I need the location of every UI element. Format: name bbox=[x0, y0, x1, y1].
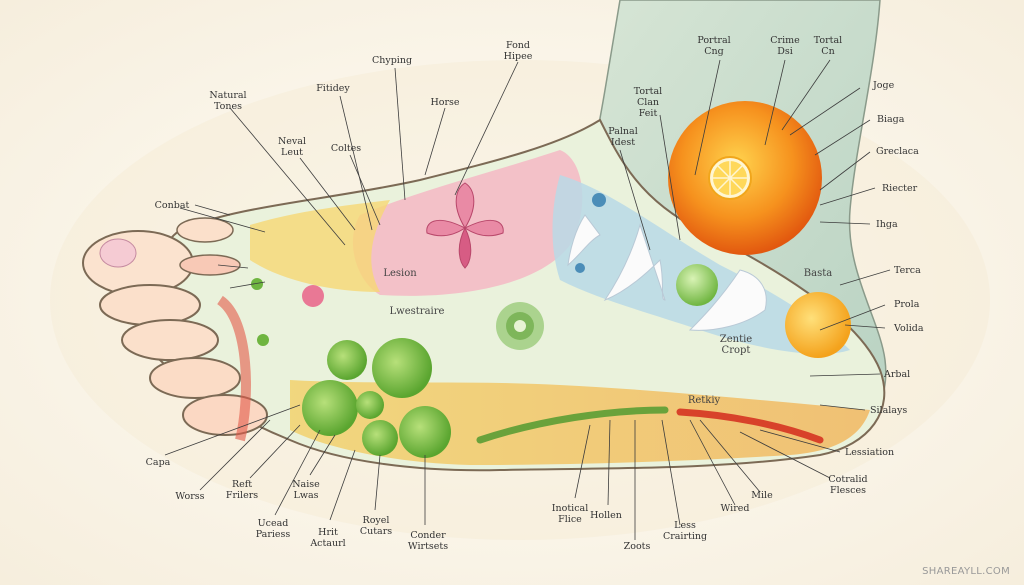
green-reflex-line bbox=[476, 406, 669, 444]
green-mandala bbox=[496, 302, 544, 350]
label-portral-cng: Portral Cng bbox=[697, 35, 731, 57]
label-horse: Horse bbox=[430, 97, 460, 108]
label-coltes: Coltes bbox=[330, 143, 362, 154]
small-orange-sphere bbox=[785, 292, 851, 358]
label-lessiation: Lessiation bbox=[845, 447, 895, 458]
label-wired: Wired bbox=[720, 503, 750, 514]
annotation-lines bbox=[164, 59, 891, 540]
label-fitidey: Fitidey bbox=[316, 83, 350, 94]
label-cotralid-flesces: Cotralid Flesces bbox=[828, 474, 868, 496]
green-reflex-circles bbox=[302, 338, 451, 458]
label-naise-lwas: Naise Lwas bbox=[292, 479, 320, 501]
zone-label-lwestraire: Lwestraire bbox=[389, 306, 445, 317]
label-ucead-pariess: Ucead Pariess bbox=[255, 518, 291, 540]
red-reflex-line bbox=[676, 408, 824, 444]
label-biaga: Biaga bbox=[877, 114, 905, 125]
label-royel-cutars: Royel Cutars bbox=[359, 515, 393, 537]
label-conbat: Conbat bbox=[154, 200, 190, 211]
orange-slice bbox=[708, 156, 752, 200]
label-greclaca: Greclaca bbox=[876, 146, 919, 157]
dorsal-yellow-zone bbox=[250, 200, 390, 292]
label-conder-wirtsets: Conder Wirtsets bbox=[407, 530, 449, 552]
label-less-crairting: Less Crairting bbox=[662, 520, 708, 542]
label-crime-dsi: Crime Dsi bbox=[770, 35, 800, 57]
zone-label-zentie-cropt: Zentie Cropt bbox=[719, 334, 753, 356]
label-natural-tones: Natural Tones bbox=[209, 90, 247, 112]
green-dot bbox=[257, 334, 269, 346]
label-joge: Joge bbox=[873, 80, 895, 91]
toes bbox=[82, 217, 268, 442]
label-worss: Worss bbox=[175, 491, 205, 502]
white-figures bbox=[567, 214, 767, 331]
blue-dot bbox=[592, 193, 606, 207]
label-arbal: Arbal bbox=[884, 369, 911, 380]
green-dot bbox=[251, 278, 263, 290]
zone-label-retkiy: Retkiy bbox=[687, 395, 721, 406]
zone-label-lesion: Lesion bbox=[383, 268, 417, 279]
label-silalays: Silalays bbox=[870, 405, 908, 416]
label-palnal-idest: Palnal Idest bbox=[608, 126, 638, 148]
label-neval-leut: Neval Leut bbox=[277, 136, 307, 158]
blue-dot bbox=[575, 263, 585, 273]
label-tortal-cn: Tortal Cn bbox=[813, 35, 843, 57]
pink-dot bbox=[302, 285, 324, 307]
label-zoots: Zoots bbox=[623, 541, 651, 552]
label-inotical-flice: Inotical Flice bbox=[551, 503, 589, 525]
lotus-flower bbox=[426, 182, 504, 269]
green-ball bbox=[676, 264, 718, 306]
label-hrit-actaurl: Hrit Actaurl bbox=[310, 527, 346, 549]
label-hollen: Hollen bbox=[590, 510, 622, 521]
label-prola: Prola bbox=[894, 299, 920, 310]
label-tortal-clan-feit: Tortal Clan Feit bbox=[633, 86, 663, 119]
label-volida: Volida bbox=[894, 323, 924, 334]
label-reft-frilers: Reft Frilers bbox=[225, 479, 259, 501]
label-chyping: Chyping bbox=[371, 55, 413, 66]
label-riecter: Riecter bbox=[882, 183, 918, 194]
watermark: SHAREAYLL.COM bbox=[922, 566, 1010, 577]
label-capa: Capa bbox=[145, 457, 171, 468]
label-fond-hipee: Fond Hipee bbox=[503, 40, 533, 62]
label-terca: Terca bbox=[894, 265, 921, 276]
label-ihga: Ihga bbox=[876, 219, 898, 230]
zone-label-basta: Basta bbox=[803, 268, 833, 279]
label-mile: Mile bbox=[751, 490, 773, 501]
